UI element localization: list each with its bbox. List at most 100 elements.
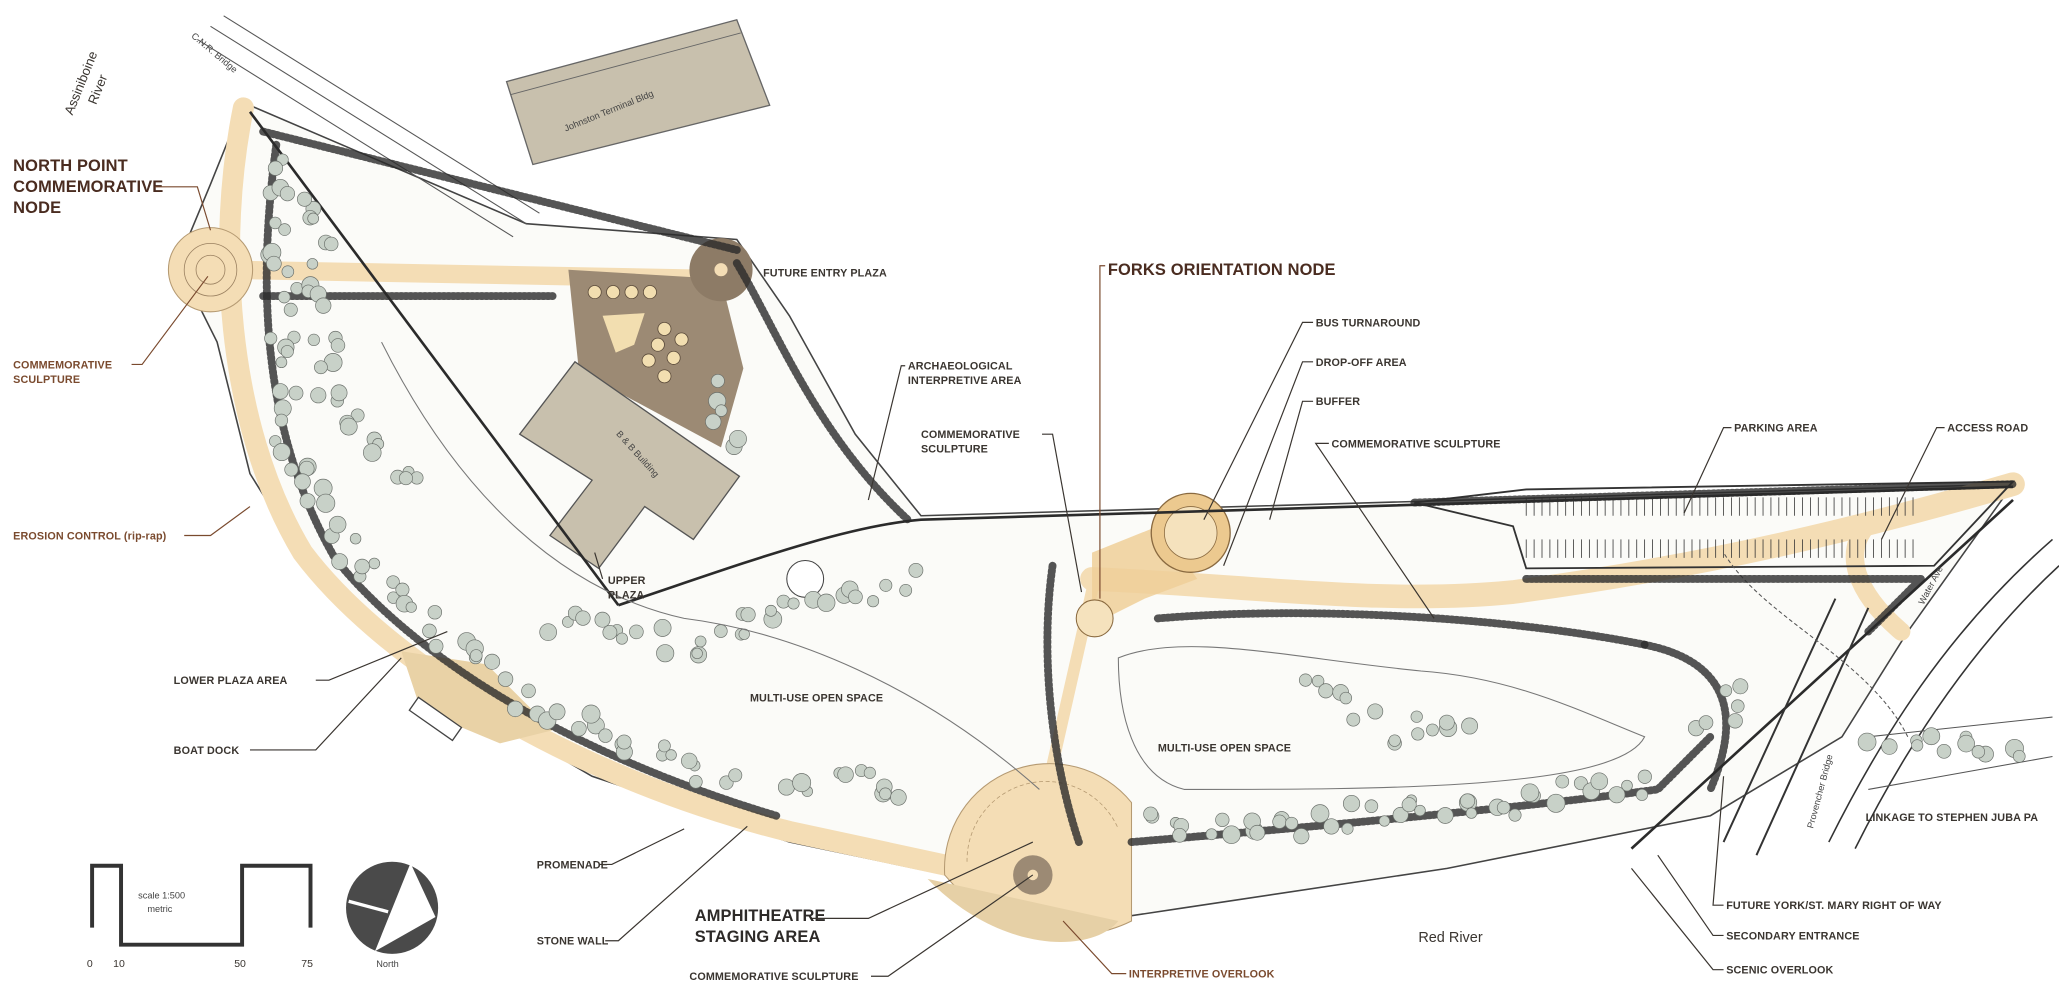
york-st-mary-row bbox=[1630, 498, 2014, 850]
svg-text:EROSION CONTROL (rip-rap): EROSION CONTROL (rip-rap) bbox=[13, 530, 166, 542]
tree bbox=[1411, 727, 1425, 741]
tree bbox=[602, 624, 618, 640]
tree bbox=[288, 385, 304, 401]
tree bbox=[562, 616, 574, 628]
north-arrow-icon: North bbox=[346, 861, 439, 969]
tree bbox=[314, 360, 328, 375]
forks-sculpture-circle bbox=[1075, 599, 1114, 638]
tree bbox=[1401, 797, 1417, 813]
lower-plaza bbox=[401, 651, 553, 744]
tree bbox=[629, 624, 644, 640]
tree bbox=[1727, 713, 1743, 729]
svg-text:SCULPTURE: SCULPTURE bbox=[13, 374, 80, 386]
tree bbox=[290, 281, 304, 295]
label-boat-dock: BOAT DOCK bbox=[174, 657, 402, 757]
tree bbox=[386, 575, 400, 589]
tree bbox=[324, 236, 339, 252]
johnston-roof-line bbox=[510, 32, 741, 96]
tree bbox=[1719, 684, 1733, 697]
access-road-branch bbox=[1845, 514, 1911, 641]
tree bbox=[331, 553, 349, 570]
tree bbox=[1341, 822, 1354, 835]
svg-text:PROMENADE: PROMENADE bbox=[537, 859, 608, 871]
tree bbox=[1496, 800, 1511, 815]
svg-text:INTERPRETIVE AREA: INTERPRETIVE AREA bbox=[908, 375, 1022, 387]
tree bbox=[740, 607, 756, 623]
tree bbox=[272, 383, 289, 400]
parking-stalls bbox=[1525, 497, 1914, 558]
tree bbox=[548, 703, 566, 721]
tree bbox=[908, 562, 924, 578]
tree bbox=[307, 333, 320, 347]
tree bbox=[1323, 818, 1340, 835]
tree bbox=[765, 604, 777, 617]
tree bbox=[497, 671, 514, 687]
tree bbox=[657, 739, 671, 753]
tree bbox=[339, 417, 358, 436]
tree bbox=[1222, 825, 1241, 844]
archaeological-circle bbox=[786, 559, 825, 598]
inner-path bbox=[381, 341, 1040, 790]
cnr-bridge bbox=[197, 15, 540, 238]
tree bbox=[879, 787, 892, 800]
amphitheatre-sculpture bbox=[1013, 855, 1053, 895]
tree bbox=[307, 212, 320, 225]
label-commemorative-sculpture-nw: COMMEMORATIVE SCULPTURE bbox=[13, 275, 209, 386]
tree bbox=[398, 471, 413, 486]
tree bbox=[1508, 808, 1522, 822]
tree bbox=[395, 582, 410, 597]
tree bbox=[280, 345, 294, 359]
svg-text:SCULPTURE: SCULPTURE bbox=[921, 444, 988, 456]
tree bbox=[264, 331, 278, 345]
tree bbox=[1426, 723, 1439, 737]
label-multi-use-1: MULTI-USE OPEN SPACE bbox=[750, 692, 883, 704]
tree bbox=[284, 462, 299, 477]
tree bbox=[1590, 772, 1609, 791]
tree bbox=[306, 258, 319, 270]
tree bbox=[1172, 828, 1187, 843]
tree bbox=[507, 700, 524, 718]
svg-text:FUTURE YORK/ST. MARY RIGHT OF: FUTURE YORK/ST. MARY RIGHT OF WAY bbox=[1726, 900, 1941, 912]
tree bbox=[615, 632, 628, 645]
tree bbox=[1911, 739, 1924, 752]
label-forks-orientation-node: FORKS ORIENTATION NODE bbox=[1099, 261, 1336, 599]
label-linkage: LINKAGE TO STEPHEN JUBA PA bbox=[1866, 812, 2039, 824]
tree bbox=[1143, 806, 1158, 822]
tree bbox=[1215, 812, 1230, 827]
tree bbox=[728, 429, 747, 448]
tree bbox=[879, 578, 893, 592]
east-loop-path bbox=[1117, 646, 1646, 790]
label-red-river: Red River bbox=[1418, 930, 1483, 946]
tree bbox=[792, 773, 812, 793]
tree bbox=[1249, 824, 1266, 841]
tree bbox=[1546, 793, 1566, 813]
tree bbox=[1957, 734, 1975, 753]
tree bbox=[368, 557, 381, 570]
svg-text:COMMEMORATIVE SCULPTURE: COMMEMORATIVE SCULPTURE bbox=[1331, 438, 1500, 450]
label-amphitheatre: AMPHITHEATRE STAGING AREA bbox=[695, 841, 1034, 946]
tree bbox=[594, 611, 611, 628]
tree bbox=[315, 297, 332, 314]
svg-text:INTERPRETIVE OVERLOOK: INTERPRETIVE OVERLOOK bbox=[1129, 969, 1275, 981]
tree bbox=[330, 384, 348, 402]
label-drop-off-area: DROP-OFF AREA bbox=[1223, 357, 1407, 566]
tree bbox=[354, 558, 370, 575]
tree bbox=[1364, 799, 1379, 813]
tree bbox=[1378, 815, 1391, 827]
tree bbox=[1318, 683, 1334, 699]
svg-text:AMPHITHEATRE: AMPHITHEATRE bbox=[695, 907, 826, 925]
svg-text:scale 1:500: scale 1:500 bbox=[138, 891, 185, 901]
tree bbox=[266, 255, 282, 272]
tree bbox=[656, 644, 675, 663]
tree bbox=[484, 653, 501, 670]
tree bbox=[330, 338, 346, 353]
svg-text:BUS TURNAROUND: BUS TURNAROUND bbox=[1316, 317, 1421, 329]
tree bbox=[1436, 807, 1454, 824]
svg-text:FORKS ORIENTATION NODE: FORKS ORIENTATION NODE bbox=[1108, 261, 1336, 279]
tree bbox=[653, 619, 672, 637]
johnston-terminal-building bbox=[505, 18, 771, 166]
tree bbox=[428, 638, 444, 654]
tree bbox=[279, 186, 295, 202]
label-future-entry-plaza: FUTURE ENTRY PLAZA bbox=[763, 267, 887, 279]
tree bbox=[299, 493, 316, 509]
